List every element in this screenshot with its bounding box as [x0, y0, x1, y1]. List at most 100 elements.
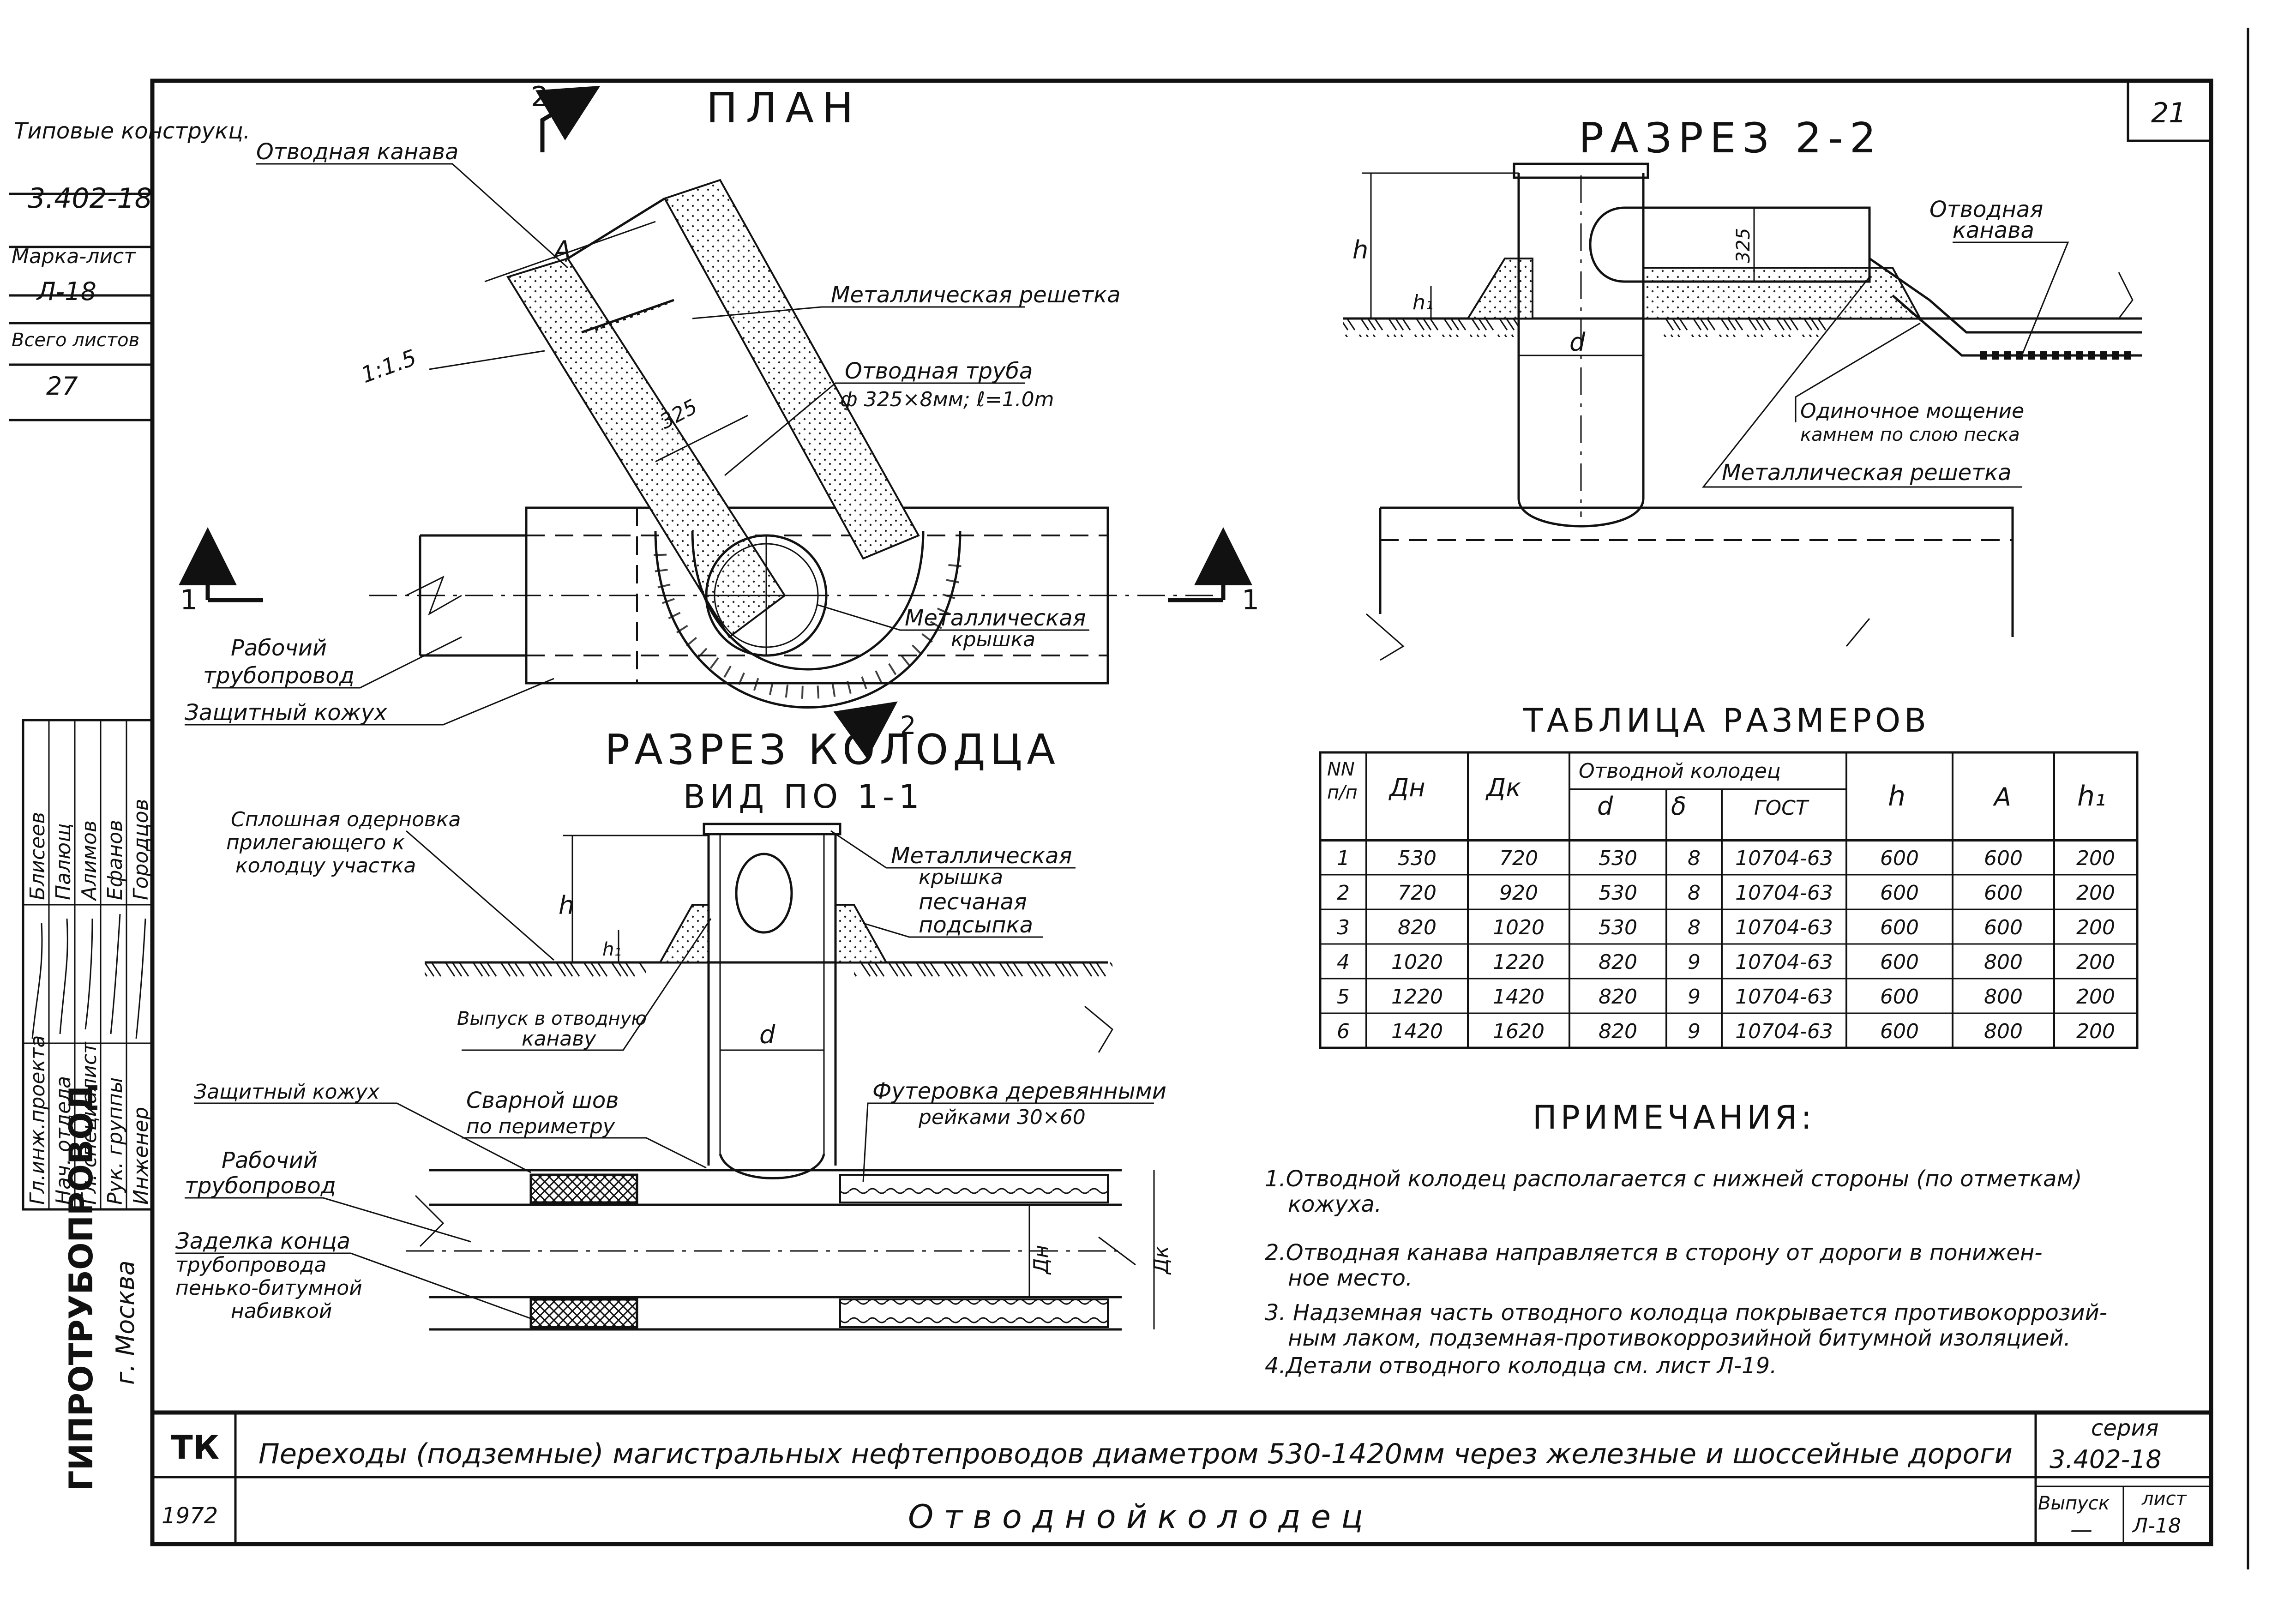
table-cell: 820: [1599, 950, 1637, 974]
note-line-2: кожуха.: [1288, 1191, 1382, 1217]
table-cell: 820: [1398, 916, 1437, 939]
table-cell: 1220: [1391, 985, 1443, 1009]
name-3: Алимов: [78, 820, 101, 902]
label-seal-3: пенько-битумной: [175, 1276, 362, 1300]
well-title-1: РАЗРЕЗ КОЛОДЦА: [605, 726, 1060, 774]
label-sod-1: Сплошная одерновка: [231, 808, 461, 831]
table-cell: 4: [1337, 950, 1350, 974]
sheet-number: 21: [2151, 97, 2186, 129]
plan-mark-1-right: 1: [1242, 584, 1259, 616]
label-grate-22: Металлическая решетка: [1722, 460, 2012, 486]
table-cell: 800: [1984, 985, 2023, 1009]
section-arrow-2-top: [535, 85, 601, 152]
label-cover-well-1: Металлическая: [891, 843, 1072, 869]
tb-code: ТК: [171, 1429, 219, 1467]
th-gost: ГОСТ: [1754, 796, 1809, 820]
tb-series-label: серия: [2091, 1415, 2158, 1441]
plan-grate: [595, 301, 670, 331]
well-casing: [429, 1169, 1122, 1331]
label-outlet-pipe: Отводная труба: [845, 358, 1033, 384]
tb-subtitle: О т в о д н о й к о л о д е ц: [908, 1498, 1363, 1536]
tb-sheet-label: лист: [2141, 1488, 2188, 1509]
table-cell: 8: [1688, 847, 1701, 870]
table-title: ТАБЛИЦА РАЗМЕРОВ: [1523, 702, 1930, 739]
label-cover-plan-2: крышка: [951, 628, 1035, 651]
label-cover-plan-1: Металлическая: [905, 605, 1086, 631]
table-cell: 200: [2076, 916, 2115, 939]
stamp-label-1: Типовые конструкц.: [14, 118, 250, 144]
label-grate-plan: Металлическая решетка: [831, 282, 1121, 308]
tb-main-title: Переходы (подземные) магистральных нефте…: [258, 1438, 2013, 1470]
notes-title: ПРИМЕЧАНИЯ:: [1533, 1099, 1815, 1136]
role-3: Гл. специалист: [78, 1041, 101, 1205]
role-4: Рук. группы: [103, 1077, 127, 1205]
th-a: A: [1993, 782, 2011, 812]
plan-slope: 1:1.5: [358, 345, 420, 389]
section-2-2-view: РАЗРЕЗ 2-2 h h₁ d 325: [1343, 114, 2142, 661]
table-cell: 530: [1398, 847, 1437, 870]
signatures: [31, 914, 146, 1039]
protective-casing: [525, 506, 1109, 685]
well-dim-d: d: [759, 1020, 775, 1049]
table-cell: 5: [1337, 985, 1350, 1009]
table-cell: 720: [1499, 847, 1538, 870]
table-cell: 8: [1688, 916, 1701, 939]
table-cell: 800: [1984, 950, 2023, 974]
section22-dim-h: h: [1352, 235, 1368, 264]
label-seal-2: трубопровода: [175, 1253, 327, 1277]
table-cell: 920: [1499, 881, 1538, 905]
label-seal-1: Заделка конца: [175, 1228, 350, 1254]
plan-title: ПЛАН: [706, 84, 862, 132]
label-sod-2: прилегающего к: [226, 831, 405, 854]
tb-issue-label: Выпуск: [2038, 1493, 2110, 1514]
label-weld-2: по периметру: [466, 1115, 615, 1138]
dimensions-table: ТАБЛИЦА РАЗМЕРОВ NN п/п Дн Дк Отводной к…: [1319, 702, 2139, 1049]
label-casing-well: Защитный кожух: [194, 1080, 380, 1104]
table-cell: 600: [1880, 847, 1919, 870]
table-cell: 600: [1880, 916, 1919, 939]
well-cover: [703, 823, 841, 836]
label-ditch-22-2: канава: [1953, 217, 2034, 243]
table-cell: 530: [1599, 847, 1637, 870]
outlet-opening: [735, 853, 793, 934]
tb-year: 1972: [162, 1503, 218, 1529]
label-working-pipe-plan-1: Рабочий: [231, 635, 327, 661]
title-block: ТК 1972 Переходы (подземные) магистральн…: [152, 1410, 2211, 1544]
th-h1: h₁: [2077, 780, 2106, 812]
table-cell: 600: [1984, 916, 2023, 939]
role-5: Инженер: [129, 1107, 153, 1205]
table-cell: 10704-63: [1735, 1020, 1833, 1043]
table-cell: 10704-63: [1735, 847, 1833, 870]
table-cell: 800: [1984, 1020, 2023, 1043]
well-title-2: ВИД ПО 1-1: [683, 778, 924, 816]
table-cell: 10704-63: [1735, 950, 1833, 974]
label-outlet-2: канаву: [522, 1027, 596, 1051]
th-d: d: [1597, 792, 1613, 821]
table-cell: 9: [1688, 950, 1701, 974]
notes-block: ПРИМЕЧАНИЯ: 1.Отводной колодец располага…: [1265, 1099, 2107, 1379]
label-paving-2: камнем по слою песка: [1800, 424, 2020, 445]
th-group: Отводной колодец: [1579, 759, 1781, 783]
label-paving-1: Одиночное мощение: [1800, 399, 2024, 423]
table-cell: 10704-63: [1735, 916, 1833, 939]
th-h: h: [1888, 780, 1905, 812]
label-ditch-plan: Отводная канава: [256, 139, 458, 165]
stamp-label-2: Марка-лист: [12, 245, 136, 268]
section22-dim-325: 325: [1733, 228, 1754, 263]
table-cell: 3: [1337, 916, 1350, 939]
th-num-1: NN: [1327, 759, 1355, 780]
plan-view: ПЛАН 2 325 A 1:1.5: [179, 81, 1259, 759]
city: г. Москва: [111, 1260, 140, 1385]
table-cell: 10704-63: [1735, 985, 1833, 1009]
th-dk: Дк: [1485, 773, 1521, 802]
plan-mark-2-top: 2: [531, 81, 548, 113]
name-5: Городцов: [129, 799, 153, 900]
stamp-label-3: Всего листов: [12, 330, 139, 351]
table-cell: 6: [1337, 1020, 1350, 1043]
th-num-2: п/п: [1327, 782, 1358, 803]
table-cell: 8: [1688, 881, 1701, 905]
label-ditch-22-1: Отводная: [1929, 197, 2043, 222]
